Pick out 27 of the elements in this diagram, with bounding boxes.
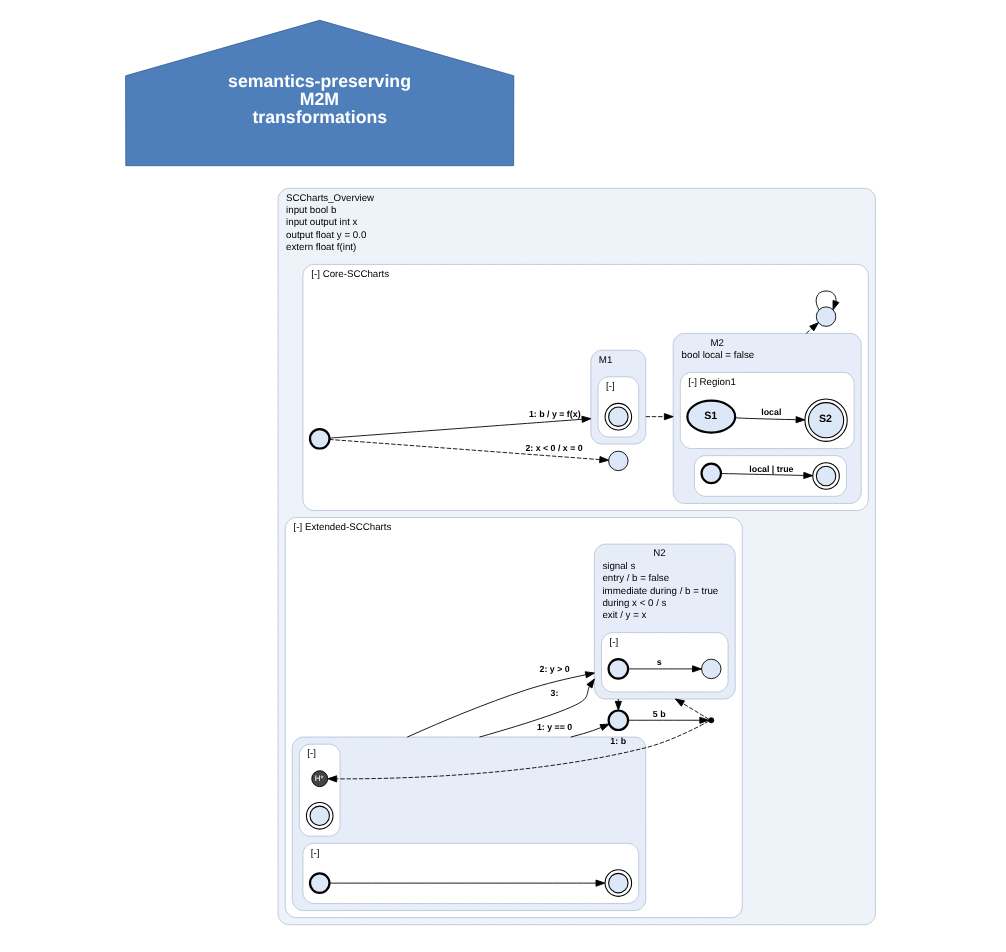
arrow [673,698,709,720]
arrow [328,439,609,464]
arrow [804,322,818,334]
node-circle [700,658,721,680]
node-circle [699,462,722,485]
arrow [626,665,701,673]
node-circle [606,709,629,732]
arrow [405,671,594,738]
node-circle [307,427,330,450]
cluster [290,736,646,911]
arrow [328,415,591,439]
cluster [693,455,846,497]
node-circle [707,717,714,724]
arrow [326,720,709,783]
node-circle [814,306,836,327]
arrow [328,879,605,887]
arrow [478,678,594,738]
arrow [613,698,621,711]
node-circle [307,872,330,894]
arrow [644,413,673,421]
arrow [626,716,709,724]
arrow [569,723,609,738]
arrow [719,471,813,479]
arrow [733,416,805,424]
node-circle [606,658,629,680]
arrow [814,290,839,311]
node-circle [607,450,628,472]
